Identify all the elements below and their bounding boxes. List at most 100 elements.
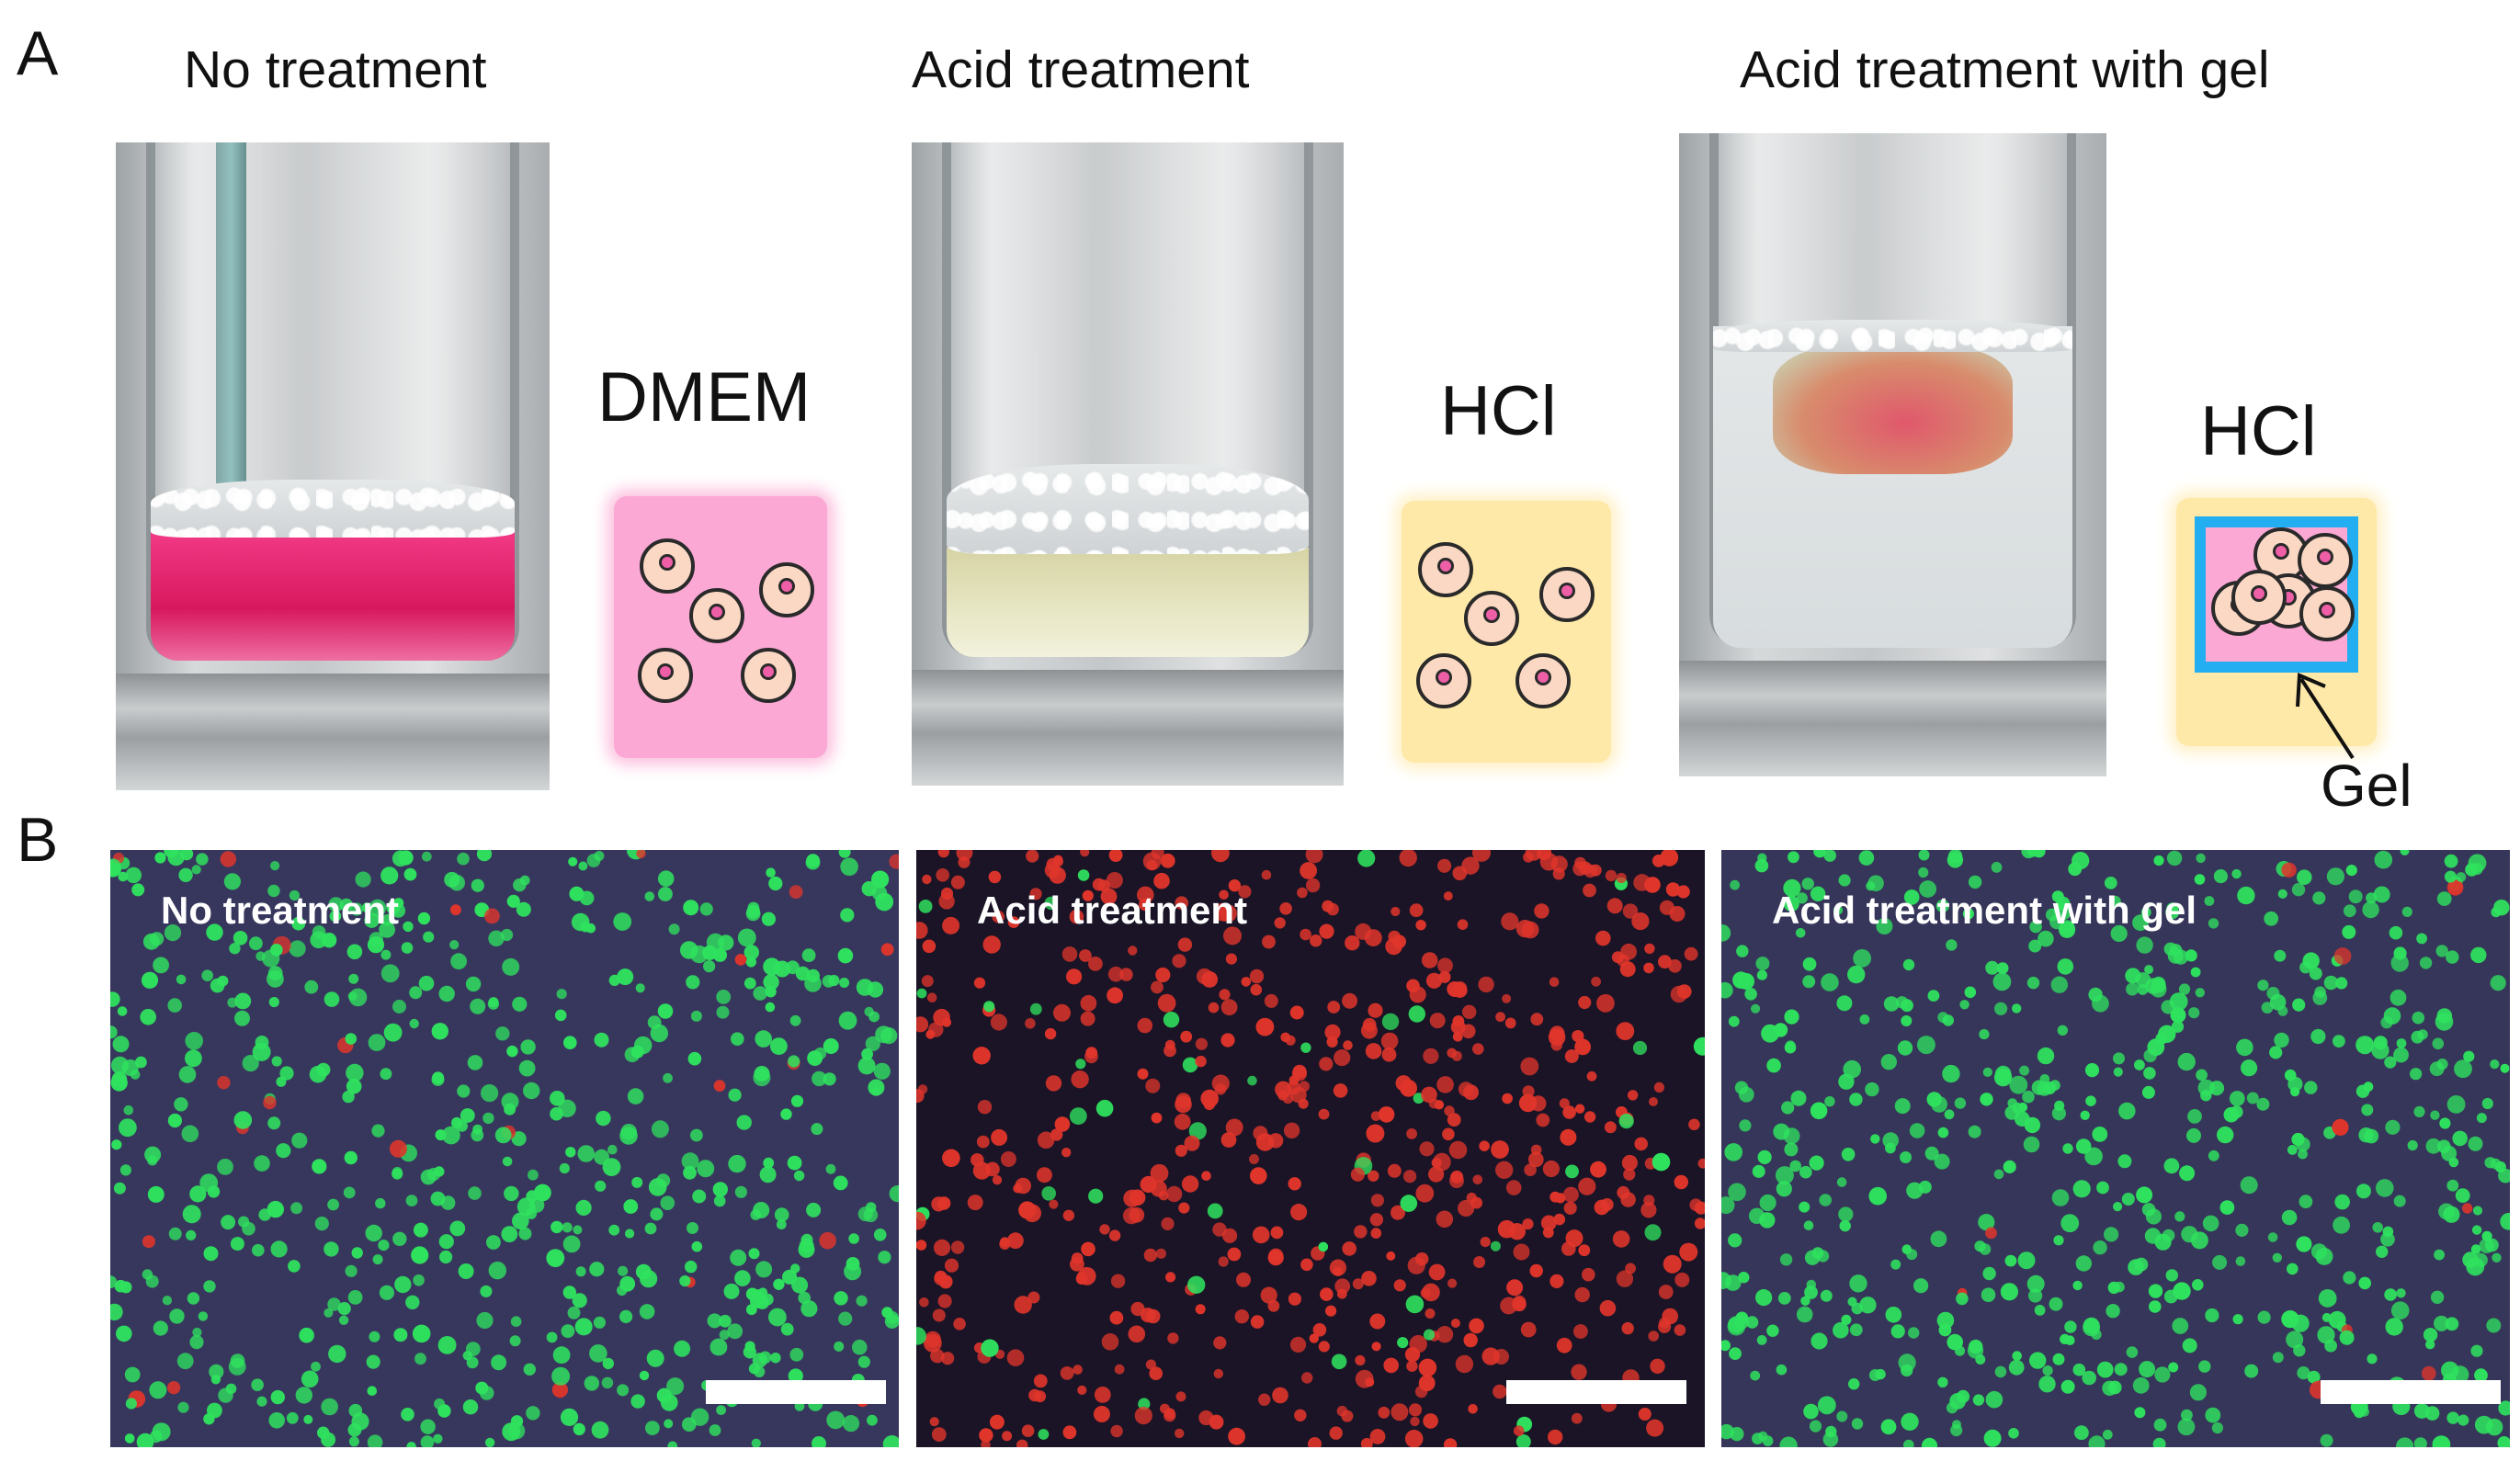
- dead-cell: [1436, 1326, 1454, 1343]
- dead-cell: [1542, 1227, 1554, 1239]
- dead-cell: [1093, 1406, 1110, 1422]
- dead-cell: [1146, 859, 1158, 871]
- live-cell: [1942, 1064, 1960, 1083]
- live-cell: [2390, 954, 2409, 972]
- live-cell: [918, 900, 933, 913]
- live-cell: [2317, 1326, 2335, 1344]
- live-cell: [2389, 989, 2407, 1006]
- live-cell: [268, 997, 279, 1008]
- dead-cell: [1676, 984, 1692, 999]
- live-cell: [1331, 1353, 1347, 1370]
- dead-cell: [1479, 1140, 1490, 1151]
- live-cell: [2246, 1092, 2259, 1104]
- dead-cell: [1145, 1308, 1161, 1324]
- live-cell: [1318, 1241, 1329, 1252]
- live-cell: [2423, 1328, 2438, 1342]
- dead-cell: [1586, 1070, 1597, 1082]
- dead-cell: [1668, 959, 1682, 973]
- live-cell: [482, 1112, 494, 1125]
- dead-cell: [1549, 1191, 1561, 1203]
- live-cell: [1890, 1324, 1905, 1339]
- live-cell: [2196, 1069, 2208, 1082]
- dead-cell: [1391, 906, 1401, 917]
- live-cell: [2072, 1280, 2083, 1291]
- dead-cell: [1406, 1360, 1418, 1372]
- dead-cell: [953, 1318, 966, 1331]
- live-cell: [2374, 850, 2393, 869]
- dead-cell: [1620, 943, 1637, 960]
- live-cell: [1992, 972, 2012, 991]
- live-cell: [765, 986, 777, 998]
- live-cell: [2389, 925, 2403, 940]
- dead-cell: [1447, 1113, 1461, 1127]
- live-cell: [2012, 1351, 2022, 1361]
- live-cell: [1985, 960, 2000, 975]
- live-cell: [1739, 1119, 1752, 1132]
- live-cell: [450, 953, 467, 970]
- live-cell: [1825, 1425, 1837, 1438]
- live-cell: [596, 1110, 611, 1127]
- dead-cell: [1069, 909, 1084, 924]
- live-cell: [1803, 1403, 1819, 1420]
- live-cell: [491, 1354, 507, 1371]
- live-cell: [380, 949, 392, 960]
- live-cell: [620, 1124, 637, 1140]
- dead-cell: [1985, 1227, 1997, 1240]
- live-cell: [1903, 1439, 1914, 1447]
- dead-cell: [1409, 1335, 1427, 1353]
- live-cell: [405, 1195, 418, 1206]
- live-cell: [840, 908, 855, 923]
- live-cell: [394, 1275, 412, 1294]
- dead-cell: [1433, 1152, 1451, 1172]
- live-cell: [1727, 1317, 1746, 1336]
- live-cell: [409, 986, 423, 1000]
- live-cell: [349, 902, 364, 916]
- live-cell: [561, 1324, 575, 1338]
- live-cell: [2393, 1047, 2409, 1063]
- dead-cell: [1420, 1287, 1431, 1298]
- dead-cell: [1378, 1406, 1391, 1419]
- live-cell: [2454, 1059, 2472, 1079]
- live-cell: [745, 957, 756, 968]
- live-cell: [2172, 1318, 2189, 1334]
- live-cell: [131, 883, 145, 897]
- dead-cell: [1649, 1097, 1658, 1106]
- live-cell: [707, 1313, 722, 1329]
- live-cell: [871, 870, 890, 889]
- live-cell: [518, 1227, 532, 1240]
- live-cell: [2287, 1076, 2303, 1092]
- dead-cell: [1002, 1431, 1013, 1442]
- dead-cell: [1385, 937, 1402, 956]
- dead-cell: [1380, 1032, 1399, 1050]
- live-cell: [594, 851, 605, 861]
- scale-bar-2: [1506, 1380, 1686, 1404]
- live-cell: [716, 1405, 726, 1415]
- live-cell: [1901, 999, 1913, 1013]
- scale-bar-1: [706, 1380, 886, 1404]
- dead-cell: [1418, 1375, 1436, 1392]
- live-cell: [651, 1120, 669, 1138]
- dead-cell: [1208, 1002, 1220, 1014]
- dead-cell: [1365, 1377, 1375, 1387]
- dead-cell: [1549, 1274, 1564, 1288]
- live-cell: [571, 912, 590, 932]
- live-cell: [417, 912, 431, 925]
- live-cell: [2439, 1117, 2451, 1129]
- dead-cell: [1267, 1250, 1284, 1266]
- dead-cell: [1383, 1357, 1399, 1374]
- live-cell: [110, 858, 121, 875]
- dead-cell: [1582, 1267, 1595, 1282]
- live-cell: [516, 1197, 536, 1217]
- dead-cell: [1318, 1108, 1330, 1120]
- live-cell: [1865, 1082, 1879, 1097]
- live-cell: [369, 899, 387, 917]
- live-cell: [299, 1327, 314, 1343]
- live-cell: [1728, 1233, 1742, 1248]
- live-cell: [2490, 975, 2506, 991]
- live-cell: [562, 1285, 576, 1299]
- dead-cell: [1062, 1425, 1077, 1440]
- live-cell: [136, 1433, 154, 1447]
- live-cell: [1993, 1169, 2004, 1180]
- dead-cell: [1175, 1391, 1186, 1402]
- live-cell: [658, 887, 673, 901]
